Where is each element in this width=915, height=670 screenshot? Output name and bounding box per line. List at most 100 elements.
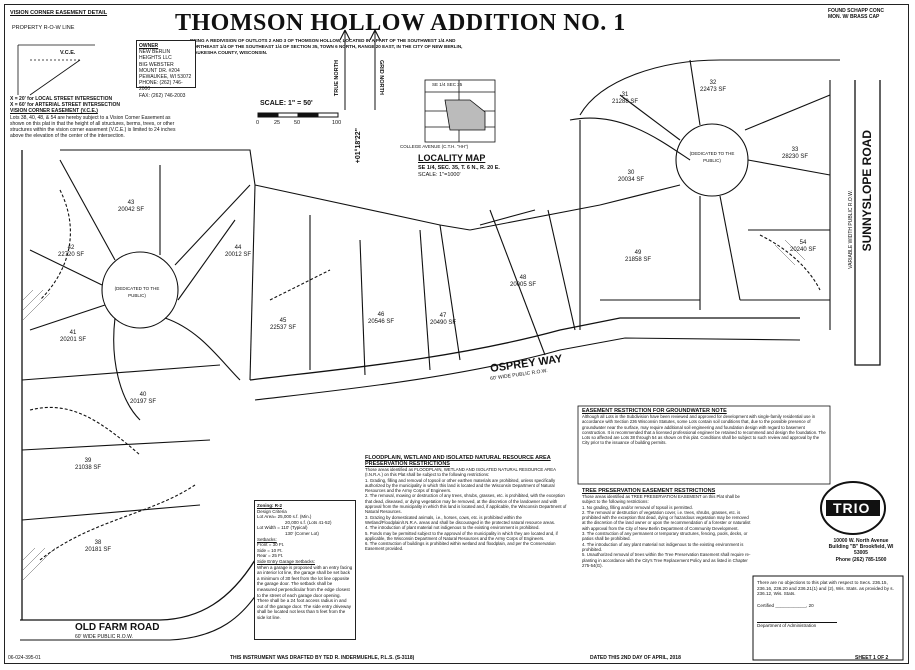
owner-line: NEW BERLIN HEIGHTS LLC <box>139 49 172 62</box>
lot-area: 20005 SF <box>510 282 537 288</box>
lot-area: 20042 SF <box>118 207 145 213</box>
zoning-setbacks: Setbacks: <box>257 536 277 542</box>
approval-text: There are no objections to this plat wit… <box>757 580 894 597</box>
lot-area-label: Lot Area= <box>257 514 277 520</box>
footer-dated: DATED THIS 2ND DAY OF APRIL, 2018 <box>590 655 681 661</box>
vision-note-arterial: X = 60' for ARTERIAL STREET INTERSECTION <box>10 102 120 109</box>
cul-de-sac-east-label: (DEDICATED TO THE PUBLIC) <box>689 151 735 163</box>
scale-tick: 25 <box>274 120 281 126</box>
lot-number: 38 <box>94 540 102 546</box>
lot-area: 20197 SF <box>130 399 157 405</box>
vision-note-body: Lots 38, 40, 48, & 54 are hereby subject… <box>10 114 176 140</box>
scale-label: SCALE: 1" = 50' <box>260 100 313 107</box>
zoning-design: Design Criteria <box>257 508 287 514</box>
owner-line: PHONE: (262) 746-2000 <box>139 80 183 93</box>
lot-area: 20181 SF <box>85 547 112 553</box>
grid-north-label: GRID NORTH <box>378 60 384 95</box>
locality-road-label: COLLEGE AVENUE (C.T.H. "HH") <box>400 144 469 149</box>
zoning-front: Front = 30 Ft. <box>257 542 285 548</box>
zoning-lot-area: Lot Area= 25,000 s.f. (Min.) <box>257 514 353 520</box>
floodplain-intro: Those areas identified as FLOODPLAIN, WE… <box>365 467 556 478</box>
lot-area: 22537 SF <box>270 325 297 331</box>
zoning-box: Zoning: R-2 Design Criteria Lot Area= 25… <box>254 500 356 640</box>
zoning-side: Side = 10 Ft. <box>257 547 283 553</box>
groundwater-heading: EASEMENT RESTRICTION FOR GROUNDWATER NOT… <box>582 408 727 414</box>
lot-area-value: 25,000 s.f. (Min.) <box>277 514 312 520</box>
monument-line: FOUND SCHAPP CONC <box>828 8 885 14</box>
approval-dept: Department of Administration <box>757 622 837 629</box>
locality-scale: SCALE: 1"=1000' <box>418 172 461 178</box>
lot-number: 47 <box>439 313 447 319</box>
lot-width-value: 110' (Typical) <box>281 525 308 531</box>
zoning-heading: Zoning: R-2 <box>257 503 282 508</box>
tree-item: 4. The introduction of any plant materia… <box>582 541 744 552</box>
tree-heading: TREE PRESERVATION EASEMENT RESTRICTIONS <box>582 488 716 494</box>
lot-area: 22720 SF <box>58 252 85 258</box>
cul-de-sac-west-label: (DEDICATED TO THE PUBLIC) <box>114 286 160 298</box>
lot-number: 40 <box>139 392 147 398</box>
scale-tick: 100 <box>332 120 342 126</box>
certified-year: , 20 <box>806 602 814 608</box>
lot-number: 45 <box>279 318 287 324</box>
true-north-label: TRUE NORTH <box>334 60 340 97</box>
owner-line: BIG WEBSTER MOUNT DR. #204 <box>139 61 180 74</box>
zoning-side-entry-body: When a garage is proposed with an entry … <box>257 564 353 620</box>
floodplain-heading: FLOODPLAIN, WETLAND AND ISOLATED NATURAL… <box>365 455 551 467</box>
monument-note: FOUND SCHAPP CONC MON. W/ BRASS CAP <box>828 8 903 20</box>
locality-inset-label: SE 1/4 SEC 35 <box>432 82 463 87</box>
lot-area: 21858 SF <box>625 257 652 263</box>
lot-area: 20034 SF <box>618 177 645 183</box>
floodplain-item: 5. Ponds may be permitted subject to the… <box>365 530 558 541</box>
lot-area: 20201 SF <box>60 337 87 343</box>
property-row-label: PROPERTY R-O-W LINE <box>12 25 75 31</box>
footer-drafted: THIS INSTRUMENT WAS DRAFTED BY TED R. IN… <box>230 655 415 661</box>
lot-number: 33 <box>791 147 799 153</box>
lot-number: 30 <box>627 170 635 176</box>
zoning-lot-width: Lot Width = 110' (Typical) <box>257 525 353 531</box>
locality-line1: SE 1/4, SEC. 35, T. 6 N., R. 20 E. <box>418 165 500 171</box>
old-farm-road-row: 60' WIDE PUBLIC R.O.W. <box>75 634 133 640</box>
floodplain-item: 3. Grazing by domesticated animals, i.e.… <box>365 514 556 525</box>
footer-file-number: 06-024-395-01 <box>8 655 41 661</box>
vision-note-local: X = 20' for LOCAL STREET INTERSECTION <box>10 96 113 102</box>
owner-line: PEWAUKEE, WI 53072 <box>139 74 192 81</box>
locality-title: LOCALITY MAP <box>418 153 486 163</box>
owner-block: OWNER NEW BERLIN HEIGHTS LLC BIG WEBSTER… <box>136 40 196 99</box>
tree-item: 2. The removal or destruction of vegetat… <box>582 509 751 531</box>
zoning-side-entry: Side Entry Garage Setbacks: <box>257 558 316 564</box>
lot-area: 21288 SF <box>612 99 639 105</box>
zoning-rear: Rear = 25 Ft. <box>257 553 284 559</box>
monument-line: MON. W/ BRASS CAP <box>828 14 880 21</box>
tree-intro: Those areas identified as TREE PRESERVAT… <box>582 494 740 505</box>
footer-sheet: SHEET 1 OF 2 <box>855 655 889 661</box>
lot-number: 39 <box>84 458 92 464</box>
lot-number: 44 <box>234 245 242 251</box>
sunnyslope-road-row: VARIABLE WIDTH PUBLIC R.O.W. <box>848 190 854 269</box>
floodplain-item: 4. The introduction of plant material no… <box>365 525 540 531</box>
trio-logo: TRIO <box>833 500 871 516</box>
owner-line: FAX: (262) 746-2003 <box>139 92 186 99</box>
lot-area: 21038 SF <box>75 465 102 471</box>
plat-title: THOMSON HOLLOW ADDITION NO. 1 <box>175 10 626 36</box>
tree-preservation: TREE PRESERVATION EASEMENT RESTRICTIONS … <box>582 488 752 568</box>
trio-phone: Phone (262) 785-1500 <box>835 556 887 563</box>
lot-number: 42 <box>67 245 75 251</box>
trio-address: 10000 W. North Avenue Building "B" Brook… <box>825 538 897 563</box>
